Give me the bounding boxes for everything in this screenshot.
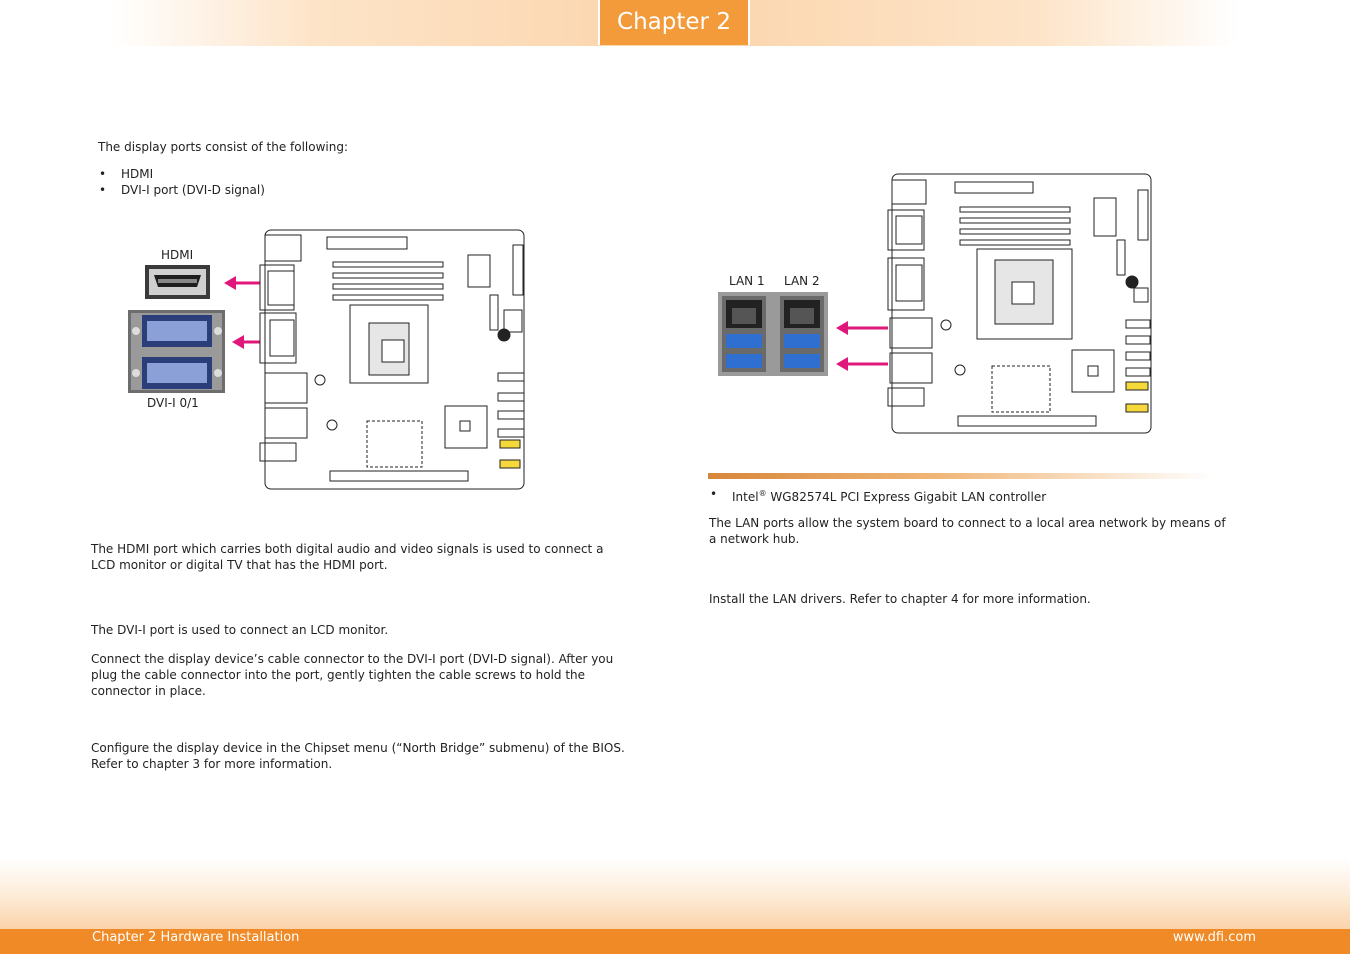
- footer-band: [0, 858, 1350, 930]
- bios-description: Configure the display device in the Chip…: [91, 741, 625, 771]
- registered-mark: ®: [758, 489, 767, 498]
- hdmi-connector: [145, 265, 210, 299]
- display-intro: The display ports consist of the followi…: [98, 140, 349, 154]
- dvi-description: The DVI-I port is used to connect an LCD…: [91, 623, 389, 637]
- controller-name: Intel: [732, 490, 759, 504]
- connect-description: Connect the display device’s cable conne…: [91, 652, 614, 698]
- display-port-list: HDMI DVI-I port (DVI-D signal): [99, 166, 265, 198]
- section-divider: [708, 473, 1212, 479]
- list-item-lan-controller: Intel® WG82574L PCI Express Gigabit LAN …: [710, 486, 1046, 505]
- hdmi-description: The HDMI port which carries both digital…: [91, 542, 604, 572]
- arrow-lan2: [836, 357, 888, 371]
- arrow-lan1: [836, 321, 888, 335]
- label-hdmi: HDMI: [161, 248, 194, 262]
- dvi-connector: [128, 310, 225, 393]
- left-board-illustration: [128, 229, 525, 490]
- chapter-tab: Chapter 2: [598, 0, 750, 45]
- lan-feature-list: Intel® WG82574L PCI Express Gigabit LAN …: [710, 486, 1046, 505]
- label-lan1: LAN 1: [729, 274, 765, 288]
- arrow-dvi: [232, 335, 260, 349]
- system-board-right: [887, 173, 1152, 434]
- controller-model: WG82574L PCI Express Gigabit LAN control…: [766, 490, 1047, 504]
- footer-chapter-title: Chapter 2 Hardware Installation: [92, 930, 300, 945]
- footer-website-link[interactable]: www.dfi.com: [1172, 930, 1256, 945]
- lan-driver-note: Install the LAN drivers. Refer to chapte…: [709, 592, 1091, 606]
- footer-bar: [0, 929, 1350, 954]
- lan-description: The LAN ports allow the system board to …: [709, 516, 1226, 546]
- system-board: [259, 229, 525, 490]
- label-dvi: DVI-I 0/1: [147, 396, 199, 410]
- lan-connectors: [718, 292, 828, 376]
- list-item-dvi: DVI-I port (DVI-D signal): [99, 182, 265, 198]
- arrow-hdmi: [224, 276, 260, 290]
- right-board-illustration: [718, 173, 1152, 434]
- list-item-hdmi: HDMI: [99, 166, 265, 182]
- label-lan2: LAN 2: [784, 274, 820, 288]
